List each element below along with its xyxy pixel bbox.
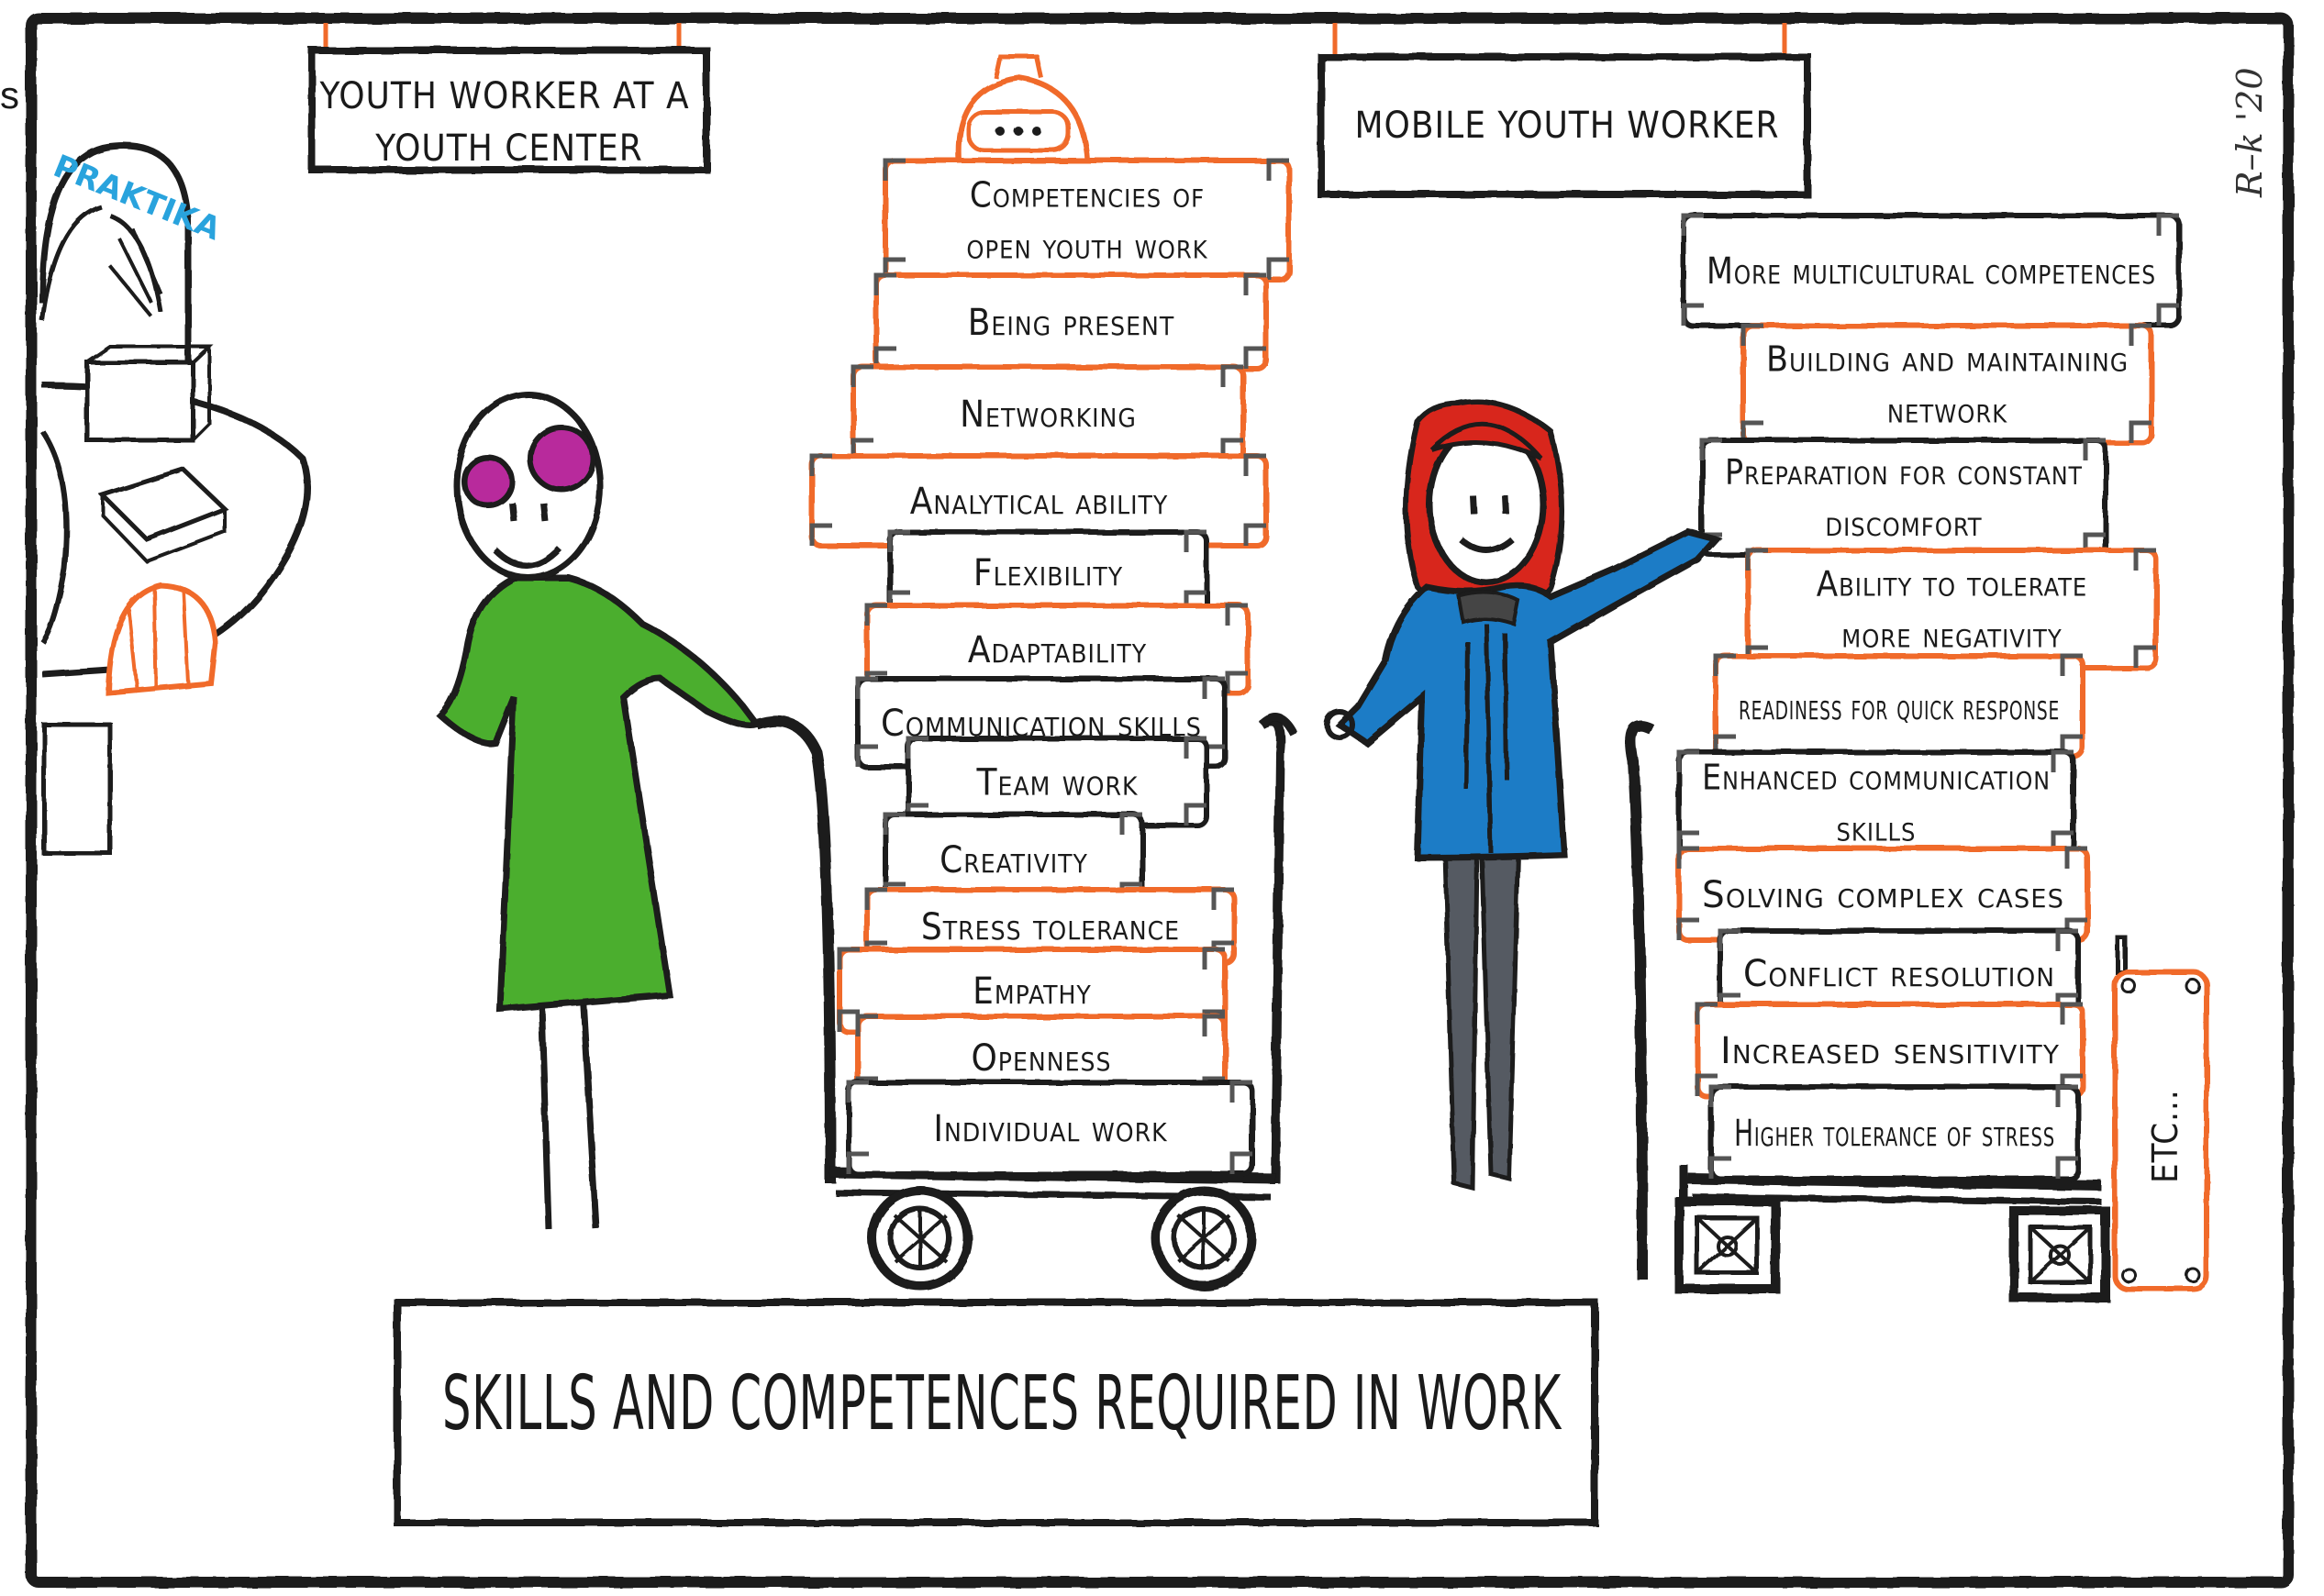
left-stack-suitcase-label: Stress tolerance — [921, 906, 1180, 948]
etc-label: ETC... — [2145, 1089, 2185, 1183]
left-stack-suitcase-label: Adaptability — [968, 629, 1147, 671]
etc-suitcase — [2112, 935, 2209, 1291]
right-stack-suitcase-label: Solving complex cases — [1702, 874, 2064, 916]
left-sign-line-1: YOUTH WORKER AT A — [318, 75, 689, 117]
right-stack-suitcase-label: Increased sensitivity — [1720, 1030, 2060, 1072]
right-stack-suitcase-label: skills — [1837, 808, 1917, 848]
right-stack-suitcase-label: Ability to tolerate — [1817, 563, 2088, 604]
right-stack-suitcase: Preparation for constant discomfort — [1699, 438, 2108, 558]
left-stack-suitcase: Team work — [906, 736, 1209, 828]
left-sign-board — [308, 47, 710, 173]
left-stack-suitcase: Stress tolerance — [864, 887, 1237, 966]
mobile-youth-worker-figure-right — [1324, 399, 1722, 1191]
right-stack-suitcase: Higher tolerance of stress — [1708, 1084, 2081, 1181]
right-stack-suitcase-label: More multicultural competences — [1707, 250, 2156, 293]
left-stack-suitcase: Flexibility — [887, 529, 1209, 615]
left-stack-suitcase-label: Competencies of — [970, 174, 1205, 215]
right-sign-board — [1318, 53, 1811, 198]
right-stack-suitcase-label: Higher tolerance of stress — [1734, 1113, 2055, 1155]
top-bag-icon — [955, 54, 1091, 163]
left-stack-suitcase-label: Analytical ability — [910, 481, 1169, 523]
right-stack-suitcase: Building and maintaining network — [1740, 323, 2154, 446]
left-stack-suitcase: Openness — [855, 1014, 1228, 1102]
right-stack-suitcase-label: Preparation for constant — [1725, 452, 2083, 493]
left-stack-suitcase-label: Team work — [975, 762, 1139, 804]
right-stack-suitcase-label: Enhanced communication — [1702, 757, 2051, 797]
right-stack-suitcase-label: discomfort — [1825, 504, 1982, 544]
left-stack-suitcase: Adaptability — [864, 603, 1251, 696]
edge-fragment-text: s — [0, 73, 19, 116]
left-stack-suitcase-label: Creativity — [940, 839, 1088, 881]
poster-title: SKILLS AND COMPETENCES REQUIRED IN WORK — [442, 1360, 1562, 1447]
left-stack-suitcase-label: Flexibility — [973, 552, 1123, 594]
right-stack-suitcase: More multicultural competences — [1681, 213, 2182, 328]
youth-worker-figure-left — [435, 391, 762, 1230]
left-stack-suitcase-label: Openness — [971, 1037, 1111, 1080]
left-stack-suitcase: Individual work — [846, 1080, 1255, 1177]
left-stack-suitcase: Being present — [873, 272, 1269, 371]
right-stack-suitcase: Increased sensitivity — [1695, 1002, 2085, 1099]
title-box — [394, 1299, 1598, 1526]
right-stack-suitcase-label: Building and maintaining — [1766, 338, 2129, 379]
left-stack-suitcase: Analytical ability — [809, 453, 1269, 549]
right-stack-suitcase: Enhanced communication skills — [1676, 749, 2076, 856]
right-stack-suitcase-label: more negativity — [1841, 615, 2062, 655]
praktika-building — [39, 142, 311, 856]
left-stack-suitcase: Competencies of open youth work — [883, 158, 1292, 283]
left-stack-suitcase-label: Networking — [960, 393, 1137, 436]
left-sign-line-2: YOUTH CENTER — [374, 127, 642, 170]
right-stack-suitcase-label: readiness for quick response — [1739, 686, 2060, 728]
left-stack-suitcase-label: Empathy — [973, 970, 1092, 1013]
right-sign-text: MOBILE YOUTH WORKER — [1354, 105, 1779, 147]
left-stack-suitcase: Networking — [851, 364, 1246, 463]
left-stack-suitcase-label: Being present — [968, 302, 1175, 344]
right-stack-suitcase: Ability to tolerate more negativity — [1745, 548, 2159, 671]
right-stack-suitcase: readiness for quick response — [1713, 653, 2085, 759]
praktika-label: PRAKTIKA — [49, 148, 227, 248]
left-stack-suitcase: Empathy — [837, 947, 1228, 1035]
artist-signature: R–k '20 — [2229, 67, 2270, 198]
right-stack-suitcase: Solving complex cases — [1676, 846, 2090, 943]
left-stack-suitcase-label: open youth work — [966, 226, 1207, 266]
right-stack-suitcase-label: Conflict resolution — [1743, 953, 2055, 995]
outer-frame — [26, 13, 2294, 1588]
right-stack-suitcase-label: network — [1887, 390, 2007, 430]
left-stack-suitcase-label: Individual work — [933, 1108, 1168, 1150]
